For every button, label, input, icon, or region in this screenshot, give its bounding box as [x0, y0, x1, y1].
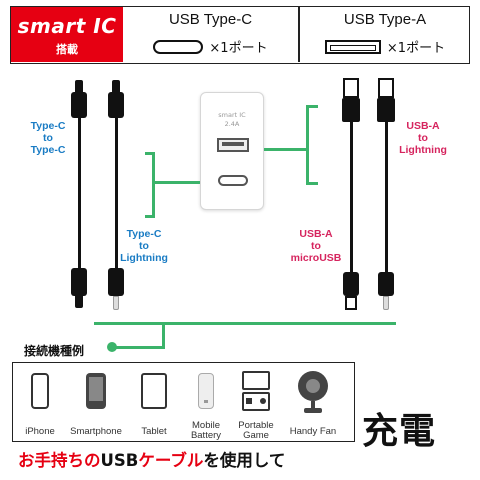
- usb-c-port-name: USB Type-C: [168, 11, 253, 28]
- smartphone-icon: [86, 373, 106, 409]
- device-mobile-battery: Mobile Battery: [191, 369, 221, 441]
- device-label: Smartphone: [70, 426, 122, 437]
- device-handy-fan: Handy Fan: [290, 369, 336, 437]
- smart-ic-badge: smart IC 搭載: [11, 7, 123, 62]
- header-divider: [298, 7, 300, 62]
- microusb-connector-icon: [345, 296, 357, 310]
- usb-a-connector-icon: [343, 78, 359, 98]
- cable-usb-a-to-microusb: [338, 78, 364, 314]
- usb-c-connector-icon: [112, 80, 120, 92]
- charger-usb-c-port: [218, 175, 248, 186]
- device-label: Handy Fan: [289, 426, 337, 437]
- lightning-connector-icon: [383, 296, 389, 310]
- usb-a-port-qty: ×1ポート: [386, 41, 446, 56]
- device-portable-game: Portable Game: [238, 369, 274, 441]
- usb-a-connector-icon: [378, 78, 394, 98]
- cable-type-c-to-type-c: [66, 80, 92, 312]
- port-spec-header: smart IC 搭載 USB Type-C ×1ポート USB Type-A …: [10, 6, 470, 64]
- usb-a-port-spec: USB Type-A ×1ポート: [300, 7, 470, 62]
- mobile-battery-icon: [198, 373, 214, 409]
- footer-part-4: を使用して: [203, 451, 286, 470]
- charger-amperage: 2.4A: [224, 120, 240, 128]
- lightning-connector-icon: [113, 296, 119, 310]
- usb-c-port-spec: USB Type-C ×1ポート: [123, 7, 298, 62]
- usb-c-port-icon: [153, 39, 204, 54]
- device-tablet: Tablet: [137, 369, 171, 437]
- device-label: Mobile Battery: [190, 420, 222, 441]
- compatible-devices-box: iPhone Smartphone Tablet Mobile Battery …: [12, 362, 355, 442]
- charger-brand: smart IC: [218, 111, 246, 119]
- cable-usb-a-to-lightning: [373, 78, 399, 314]
- usb-c-connector-icon: [75, 80, 83, 92]
- charger-illustration: smart IC 2.4A: [200, 92, 264, 210]
- charger-usb-a-port: [217, 138, 249, 152]
- device-iphone: iPhone: [25, 369, 55, 437]
- handy-fan-icon: [298, 371, 328, 415]
- usb-a-port-icon: [324, 39, 381, 54]
- cable-type-c-to-lightning: [103, 80, 129, 312]
- tablet-icon: [141, 373, 167, 409]
- usb-c-connector-icon: [75, 296, 83, 308]
- compatible-devices-heading: 接続機種例: [24, 344, 85, 358]
- device-label: iPhone: [25, 426, 55, 437]
- device-label: Portable Game: [238, 420, 274, 441]
- usb-a-port-name: USB Type-A: [343, 11, 427, 28]
- footer-part-1: お手持ちの: [18, 451, 101, 470]
- footer-caption: お手持ちのUSBケーブルを使用して: [18, 447, 285, 471]
- device-smartphone: Smartphone: [70, 369, 122, 437]
- footer-part-3: ケーブル: [138, 451, 204, 470]
- charge-text: 充電: [362, 411, 437, 452]
- badge-title: smart IC: [17, 14, 117, 38]
- usb-c-port-qty: ×1ポート: [209, 41, 268, 56]
- portable-game-icon: [242, 371, 270, 411]
- footer-part-2: USB: [100, 451, 139, 470]
- device-label: Tablet: [141, 426, 167, 437]
- iphone-icon: [31, 373, 49, 409]
- badge-subtitle: 搭載: [56, 43, 78, 56]
